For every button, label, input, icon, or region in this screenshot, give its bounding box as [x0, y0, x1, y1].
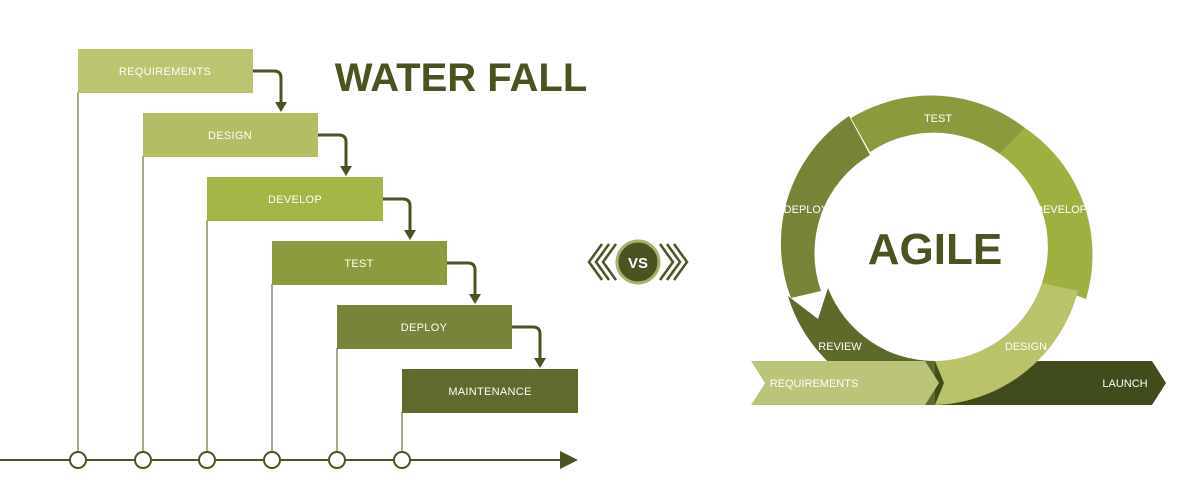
milestone-marker [328, 451, 346, 469]
step-box [143, 113, 318, 157]
vs-circle [615, 239, 661, 285]
agile-title: AGILE [868, 225, 1002, 274]
step-label: DESIGN [208, 130, 252, 142]
connector-arrowheads [275, 102, 546, 368]
step-label: DEPLOY [401, 322, 448, 334]
segment-label-develop: DEVELOP [1035, 204, 1087, 216]
segment-label-test: TEST [924, 113, 952, 125]
step-label: DEVELOP [268, 194, 322, 206]
step-requirements: REQUIREMENTS [78, 49, 253, 93]
segment-test [851, 95, 1025, 154]
step-design: DESIGN [143, 113, 318, 157]
left-chevrons-icon [587, 243, 618, 281]
timeline-arrowhead [560, 451, 578, 469]
step-box [337, 305, 512, 349]
agile-diagram: LAUNCH REQUIREMENTS TEST DEVELOP DESIGN … [751, 95, 1166, 406]
segment-label-deploy: DEPLOY [784, 204, 829, 216]
step-develop: DEVELOP [207, 177, 383, 221]
waterfall-diagram: WATER FALL [0, 49, 587, 469]
step-label: TEST [344, 258, 373, 270]
step-maintenance: MAINTENANCE [402, 369, 578, 413]
segment-design [935, 283, 1078, 405]
step-box [272, 241, 447, 285]
requirements-arrow [751, 361, 939, 405]
segment-deploy [780, 116, 870, 298]
step-label: MAINTENANCE [448, 386, 531, 398]
segment-label-design: DESIGN [1005, 341, 1047, 353]
step-test: TEST [272, 241, 447, 285]
milestone-marker [263, 451, 281, 469]
step-label: REQUIREMENTS [119, 66, 211, 78]
milestone-marker [393, 451, 411, 469]
step-box [78, 49, 253, 93]
step-connectors [253, 69, 542, 360]
launch-label: LAUNCH [1102, 378, 1147, 390]
vs-label: VS [628, 255, 648, 272]
right-chevrons-icon [658, 243, 689, 281]
versus-badge: VS [587, 239, 689, 285]
milestone-marker [134, 451, 152, 469]
step-deploy: DEPLOY [337, 305, 512, 349]
segment-develop [1000, 128, 1093, 299]
segment-label-review: REVIEW [818, 341, 862, 353]
step-box [402, 369, 578, 413]
waterfall-title: WATER FALL [335, 56, 588, 100]
milestone-marker [198, 451, 216, 469]
step-box [207, 177, 383, 221]
milestone-marker [69, 451, 87, 469]
requirements-label: REQUIREMENTS [770, 378, 859, 390]
